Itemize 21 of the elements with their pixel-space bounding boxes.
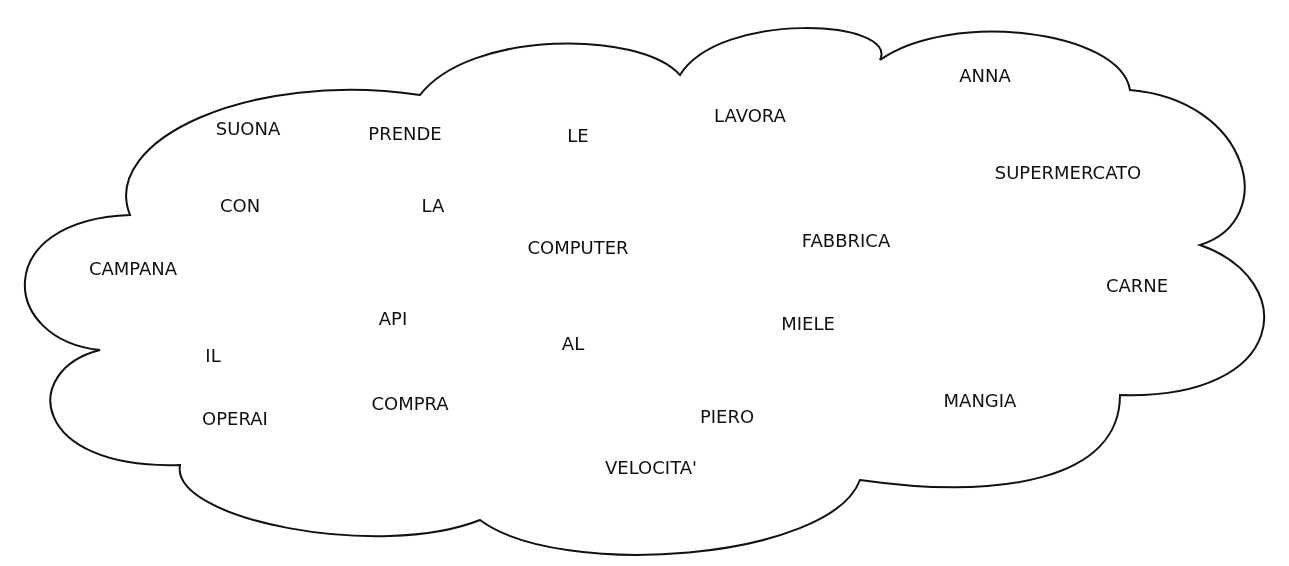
word-label: ANNA — [959, 64, 1011, 86]
word-label: LA — [421, 194, 445, 216]
word-label: CON — [219, 194, 261, 216]
word-label: API — [378, 307, 408, 329]
word-label: AL — [561, 332, 585, 354]
word-label: FABBRICA — [801, 229, 891, 251]
word-label: LAVORA — [714, 104, 786, 126]
word-label: SUPERMERCATO — [994, 161, 1142, 183]
word-label: PRENDE — [368, 122, 442, 144]
word-label: LE — [567, 124, 589, 146]
word-label: MANGIA — [943, 389, 1017, 411]
word-label: SUONA — [215, 117, 281, 139]
word-label: COMPRA — [371, 392, 449, 414]
word-label: CARNE — [1105, 274, 1169, 296]
word-label: MIELE — [781, 312, 835, 334]
word-label: VELOCITA' — [605, 456, 697, 478]
word-label: IL — [205, 344, 221, 366]
word-label: OPERAI — [202, 407, 268, 429]
word-label: COMPUTER — [527, 236, 629, 258]
word-label: PIERO — [699, 405, 755, 427]
word-label: CAMPANA — [88, 257, 178, 279]
